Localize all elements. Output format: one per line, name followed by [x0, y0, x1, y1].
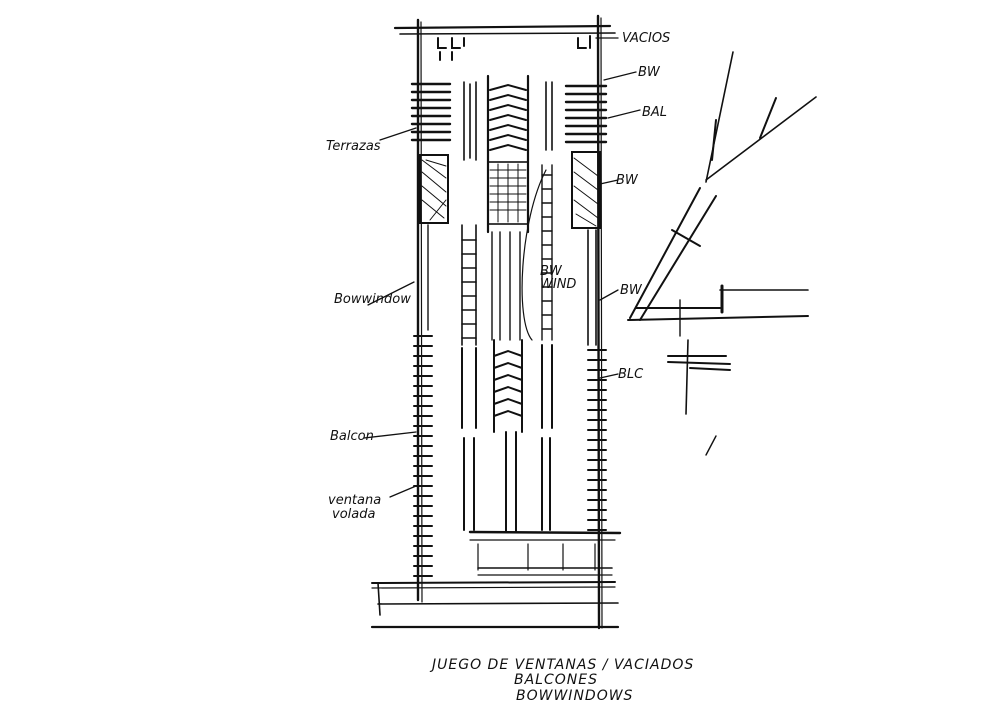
label-bw-low: BW [620, 283, 643, 298]
label-bowwindow: Bowwindow [334, 292, 411, 307]
bay-window-chevron [493, 349, 523, 357]
leader-lines [363, 37, 641, 498]
label-bw-mid: BW [616, 173, 639, 188]
bay-window-chevron [489, 83, 527, 91]
caption-line-2: BALCONES [514, 672, 598, 688]
label-bw: BW [540, 264, 563, 279]
label-volada: volada [332, 507, 375, 522]
caption-line-1: JUEGO DE VENTANAS / VACIADOS [429, 657, 694, 673]
label-terrazas: Terrazas [326, 139, 381, 154]
central-bowwindow [486, 74, 547, 533]
section-detail-sketch [627, 51, 817, 456]
left-column [410, 82, 452, 577]
bay-window-chevron [493, 385, 523, 393]
bay-window-chevron [493, 361, 523, 369]
label-bw-top: BW [638, 65, 661, 80]
label-blc: BLC [618, 367, 644, 382]
bay-window-chevron [489, 113, 527, 121]
top-openings [437, 35, 591, 61]
bay-window-chevron [493, 409, 523, 417]
right-column [564, 84, 608, 531]
column-two [461, 81, 477, 531]
bay-window-chevron [489, 143, 527, 151]
bay-window-chevron [489, 123, 527, 131]
caption-line-3: BOWWINDOWS [516, 688, 633, 704]
column-four [541, 81, 553, 531]
label-wind: WIND [540, 277, 576, 292]
bay-window-chevron [489, 93, 527, 101]
label-balcon: Balcon [330, 429, 374, 444]
bay-window-chevron [489, 133, 527, 141]
label-vacios: VACIOS [622, 31, 670, 46]
label-ventana: ventana [328, 493, 381, 508]
bay-window-chevron [489, 103, 527, 111]
label-bal: BAL [642, 105, 667, 120]
bay-window-chevron [493, 397, 523, 405]
bay-window-chevron [493, 373, 523, 381]
